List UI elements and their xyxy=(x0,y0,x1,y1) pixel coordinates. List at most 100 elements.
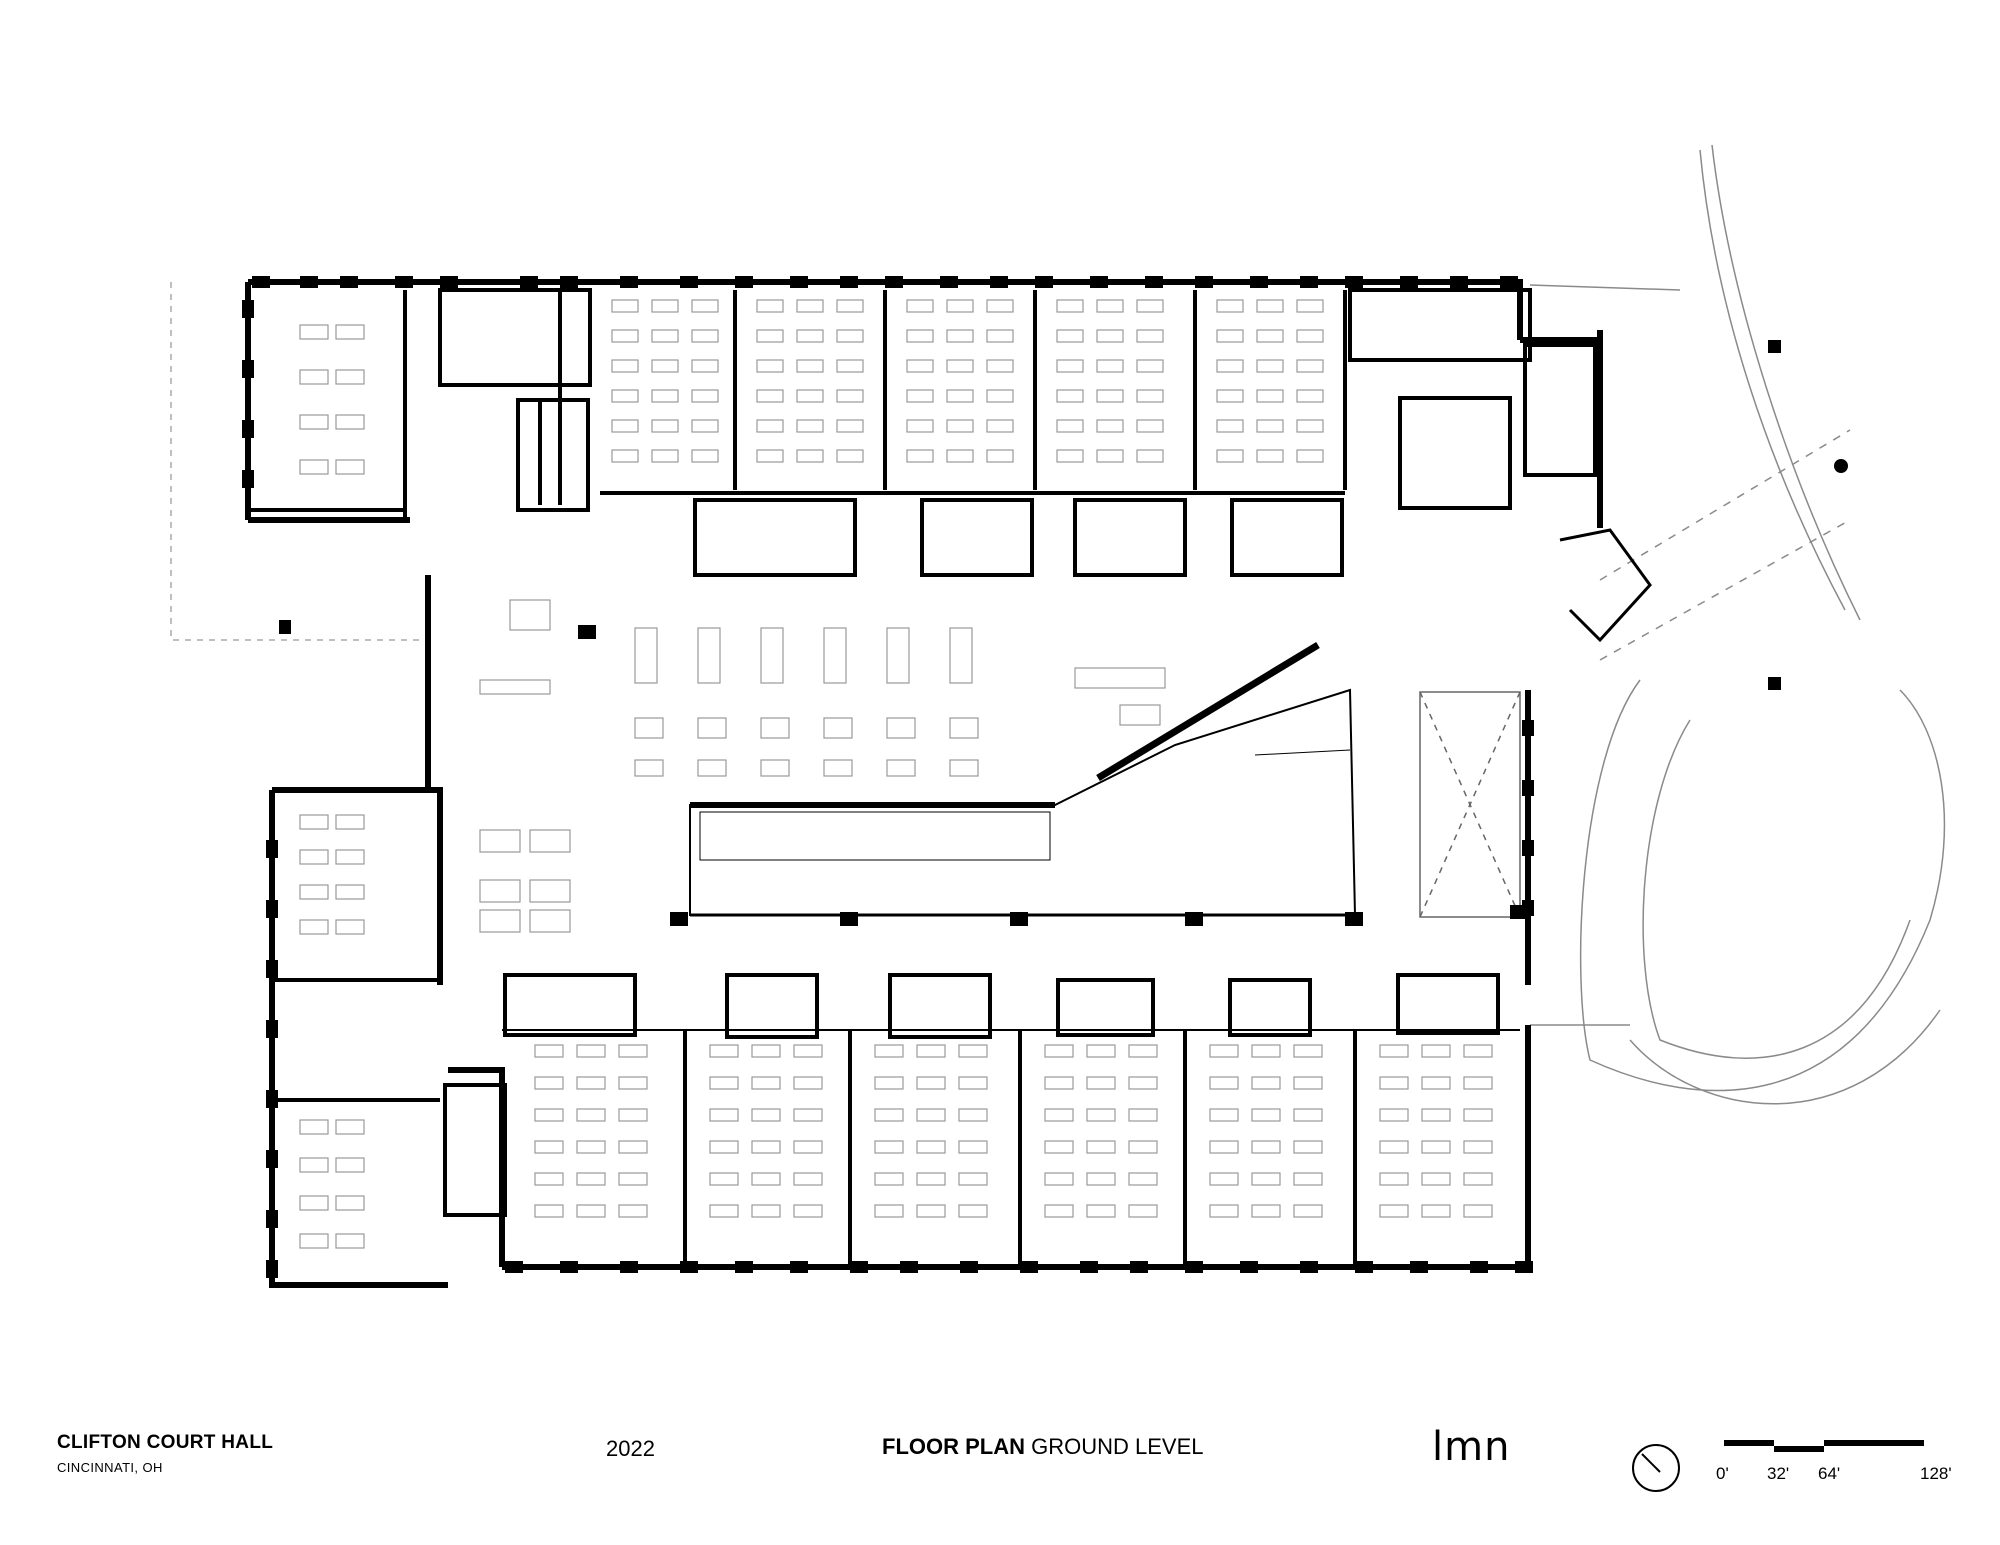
furniture-piece xyxy=(886,717,916,739)
furniture-piece xyxy=(618,1172,648,1186)
furniture-piece xyxy=(793,1204,823,1218)
furniture-piece xyxy=(1128,1204,1158,1218)
furniture-piece xyxy=(1256,449,1284,463)
furniture-piece xyxy=(946,389,974,403)
furniture-piece xyxy=(1209,1204,1239,1218)
wall-pier xyxy=(1522,780,1534,796)
furniture-piece xyxy=(793,1172,823,1186)
furniture-piece xyxy=(1421,1044,1451,1058)
wall-pier xyxy=(560,276,578,288)
furniture-piece xyxy=(1096,359,1124,373)
furniture-piece xyxy=(874,1076,904,1090)
furniture-piece xyxy=(634,627,658,684)
wall-pier xyxy=(990,276,1008,288)
sheet-title-rest: GROUND LEVEL xyxy=(1031,1434,1204,1459)
furniture-piece xyxy=(756,359,784,373)
furniture-piece xyxy=(651,329,679,343)
wall-pier xyxy=(735,276,753,288)
furniture-piece xyxy=(335,324,365,340)
furniture-piece xyxy=(751,1076,781,1090)
furniture-piece xyxy=(916,1076,946,1090)
furniture-piece xyxy=(1096,389,1124,403)
wall-piers xyxy=(242,276,1534,1278)
wall-pier xyxy=(1355,1261,1373,1273)
furniture-piece xyxy=(906,359,934,373)
furniture-piece xyxy=(1044,1076,1074,1090)
furniture-piece xyxy=(1086,1108,1116,1122)
furniture-piece xyxy=(751,1172,781,1186)
furniture-piece xyxy=(576,1108,606,1122)
furniture-piece xyxy=(697,627,721,684)
wall-pier xyxy=(1500,276,1518,288)
wall-pier xyxy=(242,360,254,378)
furniture-piece xyxy=(651,419,679,433)
furniture-piece xyxy=(1251,1108,1281,1122)
furniture-piece xyxy=(1296,329,1324,343)
furniture-piece xyxy=(651,299,679,313)
furniture-piece xyxy=(1056,389,1084,403)
wall-pier xyxy=(505,1261,523,1273)
wall-pier xyxy=(900,1261,918,1273)
furniture-piece xyxy=(1128,1172,1158,1186)
furniture-piece xyxy=(1096,449,1124,463)
wall-pier xyxy=(1080,1261,1098,1273)
furniture-piece xyxy=(697,717,727,739)
furniture-piece xyxy=(836,449,864,463)
furniture-piece xyxy=(691,449,719,463)
furniture-piece xyxy=(886,759,916,777)
furniture-piece xyxy=(836,389,864,403)
furniture-piece xyxy=(1463,1044,1493,1058)
furniture-piece xyxy=(836,329,864,343)
wall-pier xyxy=(266,1260,278,1278)
furniture-piece xyxy=(335,849,365,865)
furniture-piece xyxy=(1293,1140,1323,1154)
furniture-piece xyxy=(1136,449,1164,463)
furniture-piece xyxy=(634,759,664,777)
furniture-piece xyxy=(906,419,934,433)
furniture-piece xyxy=(1379,1172,1409,1186)
furniture-piece xyxy=(916,1108,946,1122)
wall-pier xyxy=(1010,912,1028,926)
wall-pier xyxy=(266,1210,278,1228)
project-location: CINCINNATI, OH xyxy=(57,1460,163,1475)
furniture-piece xyxy=(299,324,329,340)
wall-pier xyxy=(850,1261,868,1273)
furniture-piece xyxy=(874,1108,904,1122)
furniture-piece xyxy=(874,1044,904,1058)
furniture-piece xyxy=(1421,1140,1451,1154)
furniture-piece xyxy=(796,299,824,313)
furniture-piece xyxy=(756,419,784,433)
furniture-piece xyxy=(1056,299,1084,313)
title-block: CLIFTON COURT HALL CINCINNATI, OH xyxy=(57,1432,273,1475)
furniture-piece xyxy=(986,389,1014,403)
furniture-piece xyxy=(1209,1172,1239,1186)
wall-pier xyxy=(620,276,638,288)
sheet-title: FLOOR PLAN GROUND LEVEL xyxy=(882,1434,1204,1460)
furniture-piece xyxy=(1216,299,1244,313)
wall-pier xyxy=(242,420,254,438)
site-arc-inner xyxy=(1699,149,1846,611)
wall-pier xyxy=(266,1090,278,1108)
wall-pier xyxy=(670,912,688,926)
furniture-piece xyxy=(1293,1076,1323,1090)
furniture-piece xyxy=(1119,704,1161,726)
furniture-piece xyxy=(796,449,824,463)
furniture-piece xyxy=(874,1140,904,1154)
furniture-piece xyxy=(946,299,974,313)
wall-pier xyxy=(340,276,358,288)
furniture-piece xyxy=(299,1233,329,1249)
furniture-piece xyxy=(1209,1108,1239,1122)
site-dash-1 xyxy=(1599,429,1851,581)
furniture-piece xyxy=(756,389,784,403)
furniture-piece xyxy=(335,1233,365,1249)
furniture-piece xyxy=(299,884,329,900)
furniture-piece xyxy=(1136,329,1164,343)
wall-pier xyxy=(940,276,958,288)
drawing-year: 2022 xyxy=(606,1436,655,1461)
furniture-piece xyxy=(796,419,824,433)
furniture-piece xyxy=(1074,667,1166,689)
wall-pier xyxy=(266,840,278,858)
furniture-piece xyxy=(916,1172,946,1186)
furniture-piece xyxy=(756,299,784,313)
wall-pier xyxy=(1195,276,1213,288)
